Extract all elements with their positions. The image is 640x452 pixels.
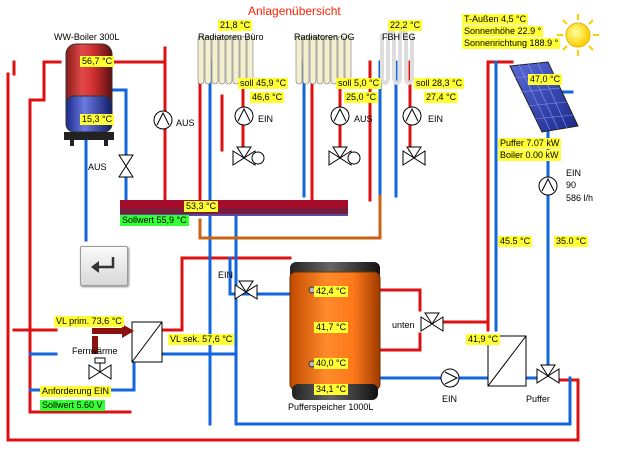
manifold-setpoint: Sollwert 55,9 °C: [120, 215, 189, 226]
buffer-pump-icon: [440, 368, 460, 388]
sun-height: Sonnenhöhe 22.9 °: [462, 26, 544, 37]
boiler-valve-state[interactable]: AUS: [88, 162, 107, 172]
manifold-temp: 53,3 °C: [184, 201, 219, 212]
office-pump-icon: [234, 106, 254, 126]
buffer-temp-lower-mid: 40,0 °C: [314, 358, 349, 369]
buffer-name: Pufferspeicher 1000L: [288, 402, 374, 412]
solar-buffer-power: Puffer 7.07 kW: [498, 138, 562, 149]
og-pump-state[interactable]: AUS: [354, 114, 373, 124]
og-name: Radiatoren OG: [294, 32, 355, 42]
buffer-pump-state[interactable]: EIN: [442, 394, 458, 404]
district-inlet-arrow: [92, 324, 134, 354]
boiler-pump-state[interactable]: AUS: [176, 118, 195, 128]
solar-valve-label[interactable]: Puffer: [526, 394, 550, 404]
buffer-inlet-valve-icon: [234, 280, 258, 300]
district-vl-sek: VL sek. 57,6 °C: [168, 334, 235, 345]
outside-temp: T-Außen 4,5 °C: [462, 14, 529, 25]
office-setpoint: soll 45,9 °C: [238, 78, 289, 89]
buffer-temp-top: 42,4 °C: [314, 286, 349, 297]
buffer-bottom-valve-icon: [420, 312, 444, 332]
boiler-pump-icon: [153, 110, 173, 130]
floor-room-temp: 22,2 °C: [388, 20, 423, 31]
collector-temp: 47,0 °C: [528, 74, 563, 85]
floor-mixing-valve-icon: [402, 146, 426, 166]
floor-pump-icon: [402, 106, 422, 126]
buffer-temp-bottom: 34,1 °C: [314, 384, 349, 395]
og-mixing-valve-icon: [328, 146, 352, 166]
page-title: Anlagenübersicht: [248, 4, 341, 18]
office-mixing-valve-icon: [232, 146, 256, 166]
og-setpoint: soll 5,0 °C: [336, 78, 382, 89]
buffer-valve-label[interactable]: unten: [392, 320, 415, 330]
boiler-name: WW-Boiler 300L: [54, 32, 120, 42]
office-flow-temp: 46,6 °C: [250, 92, 285, 103]
buffer-temp-upper-mid: 41,7 °C: [314, 322, 349, 333]
radiator-office: [197, 35, 254, 85]
solar-diverter-valve-icon: [536, 364, 560, 384]
office-pump-state[interactable]: EIN: [258, 114, 274, 124]
manifold: [120, 200, 348, 216]
floor-pump-state[interactable]: EIN: [428, 114, 444, 124]
floor-heating-coil: [380, 29, 414, 85]
district-vl-prim: VL prim. 73,6 °C: [54, 316, 124, 327]
floor-flow-temp: 27,4 °C: [424, 92, 459, 103]
office-name: Radiatoren Büro: [198, 32, 264, 42]
sun-icon: [557, 14, 599, 56]
boiler-temp-top: 56,7 °C: [80, 56, 115, 67]
solar-return-temp: 35.0 °C: [554, 236, 589, 247]
og-pump-icon: [330, 106, 350, 126]
floor-setpoint: soll 28,3 °C: [414, 78, 465, 89]
solar-pump-icon: [538, 176, 558, 196]
solar-pump-speed: 90: [566, 180, 577, 190]
og-flow-temp: 25,0 °C: [344, 92, 379, 103]
solar-pump-state[interactable]: EIN: [566, 168, 582, 178]
back-button[interactable]: [80, 246, 128, 286]
district-setpoint: Sollwert 5.60 V: [40, 400, 105, 411]
solar-collector: [509, 61, 579, 133]
back-arrow-icon: [91, 257, 115, 273]
floor-name: FBH EG: [382, 32, 416, 42]
buffer-valve-state[interactable]: EIN: [218, 270, 234, 280]
district-request: Anforderung EIN: [40, 386, 112, 397]
solar-boiler-power: Boiler 0.00 kW: [498, 150, 561, 161]
district-name: Fernwärme: [72, 346, 118, 356]
sun-direction: Sonnenrichtung 188.9 °: [462, 38, 561, 49]
boiler-temp-bottom: 15,3 °C: [80, 114, 115, 125]
solar-flow-rate: 586 l/h: [566, 193, 594, 203]
boiler-valve-icon: [118, 154, 134, 178]
solar-hx-temp: 41,9 °C: [466, 334, 501, 345]
radiator-og: [295, 35, 352, 85]
district-heat-exchanger: [131, 321, 163, 363]
office-room-temp: 21,8 °C: [218, 20, 253, 31]
solar-flow-temp: 45.5 °C: [498, 236, 533, 247]
